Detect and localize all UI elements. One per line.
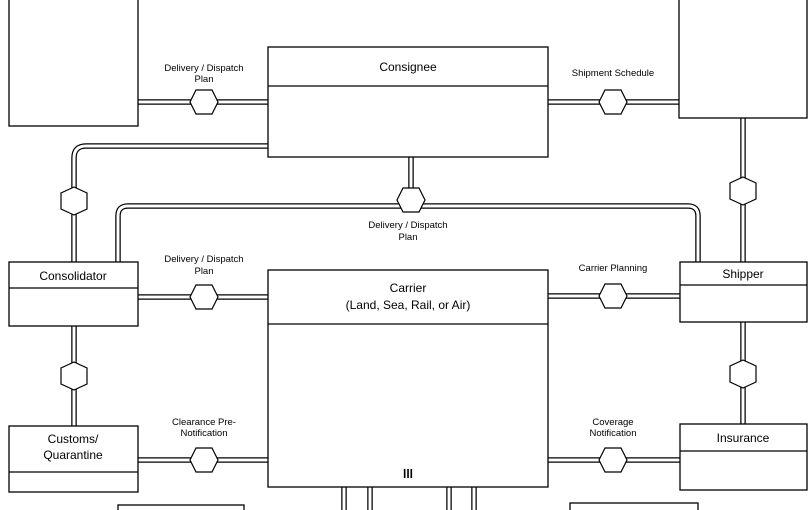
edge-label-consignee-topright: Shipment Schedule xyxy=(572,68,654,79)
label-line: Plan xyxy=(398,232,417,243)
hexagon-icon xyxy=(729,359,757,389)
carrier-title: Carrier (Land, Sea, Rail, or Air) xyxy=(346,281,471,312)
hexagon-icon xyxy=(60,361,88,391)
label-line: Carrier xyxy=(390,281,427,295)
edge-label-carrier-shipper: Carrier Planning xyxy=(579,263,648,274)
node-insurance: Insurance xyxy=(679,423,808,491)
hexagon-icon xyxy=(598,447,628,473)
node-shipper: Shipper xyxy=(679,261,808,323)
pipe-carrier-bottom-right xyxy=(446,486,477,510)
label-line: Notification xyxy=(181,428,228,439)
node-customs: Customs/Quarantine xyxy=(8,425,139,493)
node-carrier: Carrier (Land, Sea, Rail, or Air) lll xyxy=(267,269,549,488)
label-line: (Land, Sea, Rail, or Air) xyxy=(346,298,471,312)
label-line: Customs/ xyxy=(48,432,99,446)
label-line: Delivery / Dispatch xyxy=(368,220,447,231)
hexagon-icon xyxy=(598,283,628,309)
label-line: Carrier Planning xyxy=(579,263,648,274)
label-line: Plan xyxy=(194,266,213,277)
hexagon-icon xyxy=(729,176,757,206)
label-line: Consignee xyxy=(379,60,437,74)
label-line: Delivery / Dispatch xyxy=(164,254,243,265)
label-line: Notification xyxy=(590,428,637,439)
node-bottom-right-partial xyxy=(569,502,699,510)
node-top-left xyxy=(8,0,139,127)
pipe-consignee-consolidator xyxy=(71,143,268,262)
insurance-title: Insurance xyxy=(717,431,770,445)
node-bottom-left-partial xyxy=(117,504,245,510)
node-top-right xyxy=(678,0,808,119)
label-line: Clearance Pre- xyxy=(172,417,236,428)
label-line: Coverage xyxy=(592,417,633,428)
shipper-title: Shipper xyxy=(722,267,763,281)
pipe-carrier-bottom-left xyxy=(341,486,373,510)
hexagon-icon xyxy=(396,187,426,213)
label-line: Insurance xyxy=(717,431,770,445)
customs-title: Customs/Quarantine xyxy=(43,432,103,462)
label-line: Quarantine xyxy=(43,448,103,462)
label-line: Delivery / Dispatch xyxy=(164,63,243,74)
node-consolidator: Consolidator xyxy=(8,261,139,327)
label-line: Shipment Schedule xyxy=(572,68,654,79)
carrier-marker: lll xyxy=(403,467,413,481)
hexagon-icon xyxy=(189,89,219,115)
label-line: Plan xyxy=(194,74,213,85)
hexagon-icon xyxy=(189,447,219,473)
hexagon-icon xyxy=(189,284,219,310)
hexagon-icon xyxy=(598,89,628,115)
label-line: Consolidator xyxy=(39,269,106,283)
label-line: Shipper xyxy=(722,267,763,281)
consignee-title: Consignee xyxy=(379,60,437,74)
edge-label-customs-carrier: Clearance Pre-Notification xyxy=(172,417,236,439)
hexagon-icon xyxy=(60,186,88,216)
consolidator-title: Consolidator xyxy=(39,269,106,283)
node-consignee: Consignee xyxy=(267,46,549,158)
interface-markers xyxy=(60,89,757,473)
